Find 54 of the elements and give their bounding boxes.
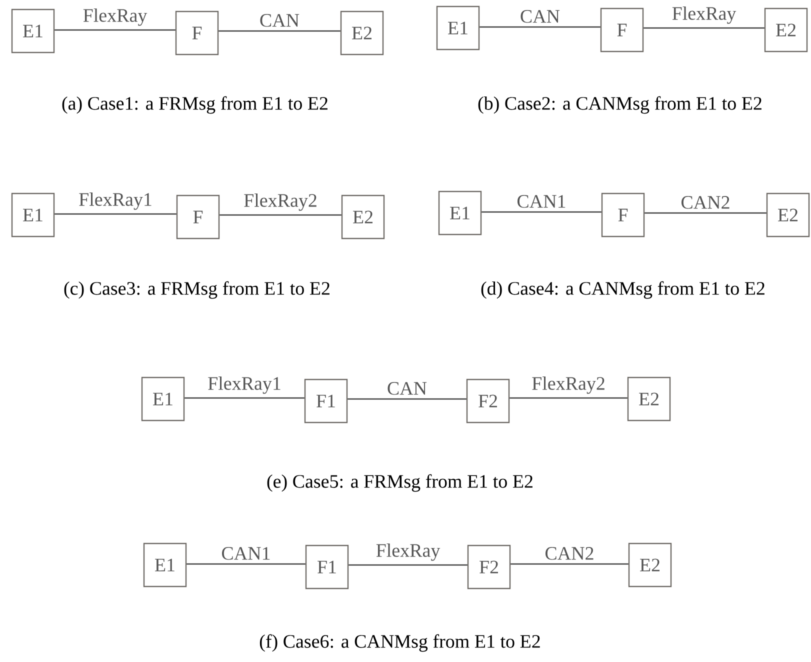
connector-line <box>644 212 766 214</box>
endpoint-box: E1 <box>11 192 55 238</box>
caption: (d) Case4: a CANMsg from E1 to E2 <box>481 281 764 299</box>
connector-line <box>184 397 304 399</box>
connector-line <box>186 563 306 565</box>
edge-label: FlexRay1 <box>208 376 280 394</box>
edge-label: CAN <box>260 14 300 27</box>
edge-label: CAN1 <box>222 547 270 560</box>
endpoint-box: F <box>175 10 219 56</box>
edge-label: FlexRay <box>376 544 440 561</box>
endpoint-box: F2 <box>466 378 510 424</box>
connector-line <box>54 29 176 31</box>
connector-line <box>510 397 628 399</box>
connector-line <box>482 211 602 213</box>
caption: (c) Case3: a FRMsg from E1 to E2 <box>64 281 330 299</box>
caption: (a) Case1: a FRMsg from E1 to E2 <box>62 96 328 114</box>
endpoint-box: E2 <box>628 542 672 588</box>
caption: (b) Case2: a CANMsg from E1 to E2 <box>478 96 762 114</box>
edge-label: FlexRay1 <box>79 192 152 210</box>
endpoint-box: E1 <box>436 6 480 50</box>
endpoint-box: E2 <box>340 10 384 56</box>
endpoint-box: E1 <box>11 8 55 54</box>
edge-label: CAN2 <box>545 547 594 560</box>
edge-label: CAN1 <box>517 195 566 208</box>
edge-label: CAN <box>388 382 427 395</box>
connector-line <box>348 398 466 400</box>
endpoint-box: F <box>176 194 220 240</box>
connector-line <box>218 30 340 32</box>
endpoint-box: E2 <box>341 194 385 240</box>
endpoint-box: F <box>600 8 644 52</box>
caption: (e) Case5: a FRMsg from E1 to E2 <box>267 474 532 492</box>
connector-line <box>480 26 600 28</box>
edge-label: FlexRay2 <box>532 376 604 394</box>
edge-label: FlexRay2 <box>244 194 316 211</box>
edge-label: CAN <box>520 10 560 23</box>
connector-line <box>220 214 342 216</box>
endpoint-box: E2 <box>764 8 808 52</box>
connector-line <box>348 564 468 566</box>
endpoint-box: E1 <box>438 190 482 236</box>
connector-line <box>510 563 628 565</box>
edge-label: FlexRay <box>83 8 148 26</box>
connector-line <box>54 213 176 215</box>
endpoint-box: E1 <box>141 376 185 422</box>
endpoint-box: F1 <box>305 544 349 590</box>
endpoint-box: F <box>601 192 645 238</box>
endpoint-box: F1 <box>304 378 348 424</box>
endpoint-box: E2 <box>627 376 671 422</box>
endpoint-box: F2 <box>467 544 511 590</box>
connector-line <box>644 27 764 29</box>
caption: (f) Case6: a CANMsg from E1 to E2 <box>260 634 540 652</box>
edge-label: FlexRay <box>672 6 736 24</box>
endpoint-box: E2 <box>766 192 810 238</box>
edge-label: CAN2 <box>681 196 730 209</box>
endpoint-box: E1 <box>143 542 187 588</box>
